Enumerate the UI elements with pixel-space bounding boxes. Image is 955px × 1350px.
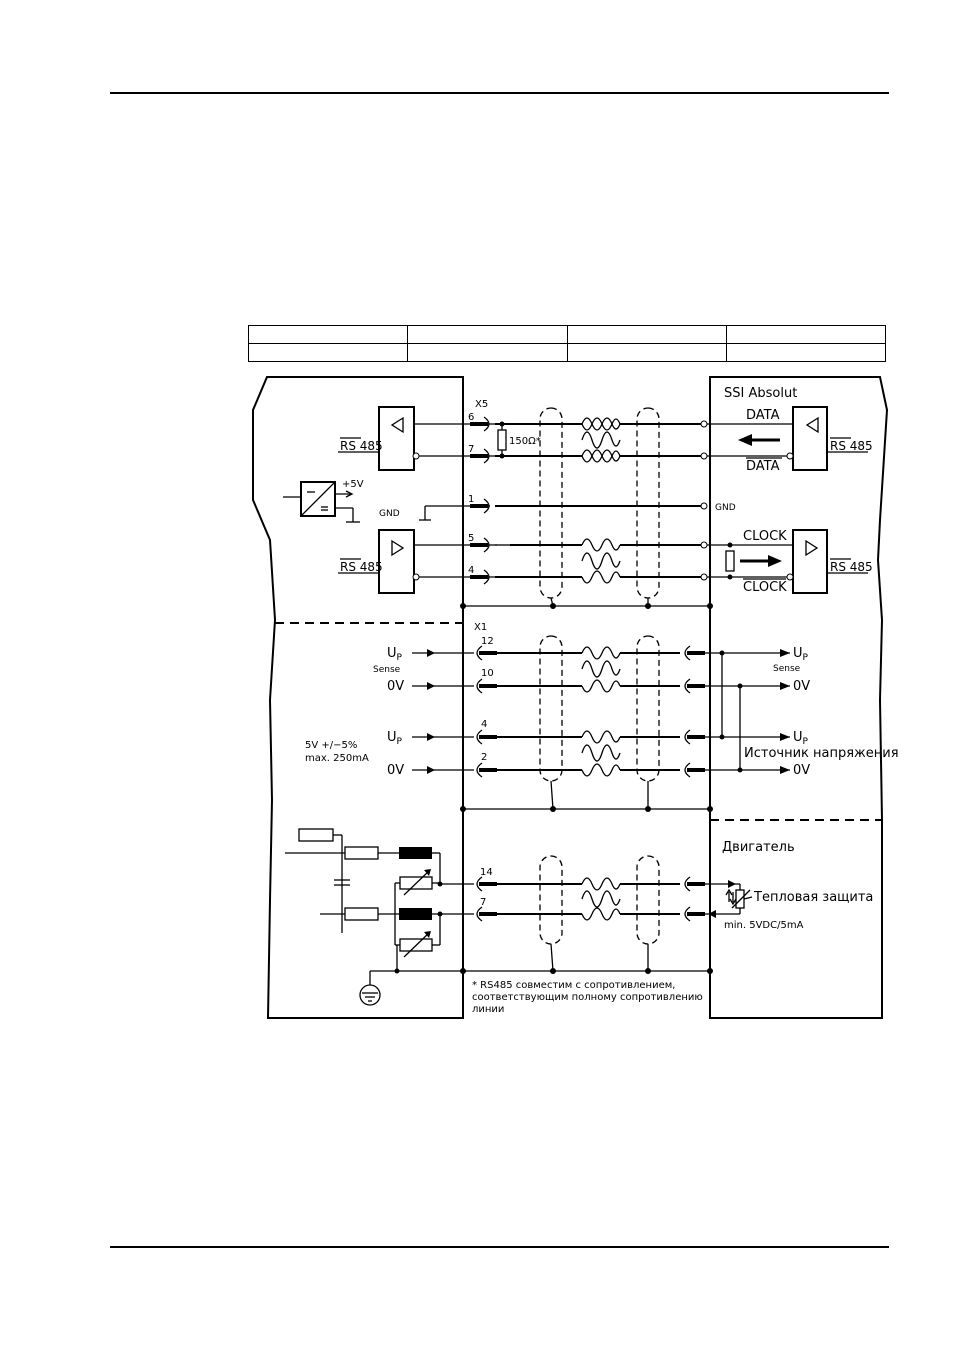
thermal-sensor-symbol	[705, 880, 753, 918]
termination-resistor	[497, 421, 507, 459]
thermal-input-circuit	[285, 828, 474, 1006]
gnd-label-left: GND	[379, 509, 400, 519]
footnote-line-3: линии	[472, 1004, 504, 1015]
up-supply-right: UP	[793, 730, 809, 747]
sense-label-left: Sense	[373, 665, 401, 675]
zero-v-sense-right: 0V	[793, 679, 810, 694]
top-rule	[110, 92, 889, 94]
data-receiver	[338, 406, 497, 471]
clock-bar-label: CLOCK	[743, 580, 787, 595]
drive-frame	[252, 376, 464, 1019]
supply-arrows-right	[705, 649, 790, 774]
pin-number: 7	[468, 444, 474, 455]
connector-x1-label: X1	[474, 622, 487, 633]
zero-v-supply-label: 0V	[387, 763, 404, 778]
data-transmitter	[707, 406, 868, 471]
pin-number: 4	[481, 719, 487, 730]
header-table	[247, 325, 887, 362]
pin-number: 4	[468, 565, 474, 576]
rs485-label-right-top: RS 485	[830, 439, 873, 453]
supply-spec-1: 5V +/−5%	[305, 740, 357, 751]
rs485-label-top: RS 485	[340, 439, 383, 453]
clock-direction-arrow	[740, 555, 782, 567]
connector-x5-label: X5	[475, 399, 488, 410]
ssi-wires	[495, 417, 708, 584]
encoder-supply-pins	[684, 645, 705, 778]
data-bar-label: DATA	[746, 459, 780, 474]
bus-junction-dots	[394, 603, 713, 974]
zero-v-supply-right: 0V	[793, 763, 810, 778]
table-cell	[725, 343, 887, 362]
sense-label-right: Sense	[773, 664, 801, 674]
data-label: DATA	[746, 408, 780, 423]
pin-number: 6	[468, 412, 474, 423]
pin-number: 10	[481, 668, 494, 679]
footnote-line-1: * RS485 совместим с сопротивлением,	[472, 980, 675, 991]
supply-spec-2: max. 250mA	[305, 753, 369, 764]
thermal-wires	[497, 876, 705, 922]
pin-number: 5	[468, 533, 474, 544]
power-converter-symbol	[283, 481, 360, 523]
pin-number: 7	[480, 897, 486, 908]
rs485-label-right-bottom: RS 485	[830, 560, 873, 574]
up-sense-label: UP	[387, 646, 403, 663]
motor-label: Двигатель	[722, 840, 795, 855]
data-direction-arrow	[738, 434, 780, 446]
pin-number: 12	[481, 636, 494, 647]
gnd-wire-left	[419, 505, 490, 521]
clock-label: CLOCK	[743, 529, 787, 544]
resistor-value: 150Ω*	[509, 436, 541, 447]
up-sense-right: UP	[793, 646, 809, 663]
cable-shields	[539, 407, 660, 972]
encoder-frame	[709, 376, 889, 1019]
rs485-label-bottom: RS 485	[340, 560, 383, 574]
plus5v-label: +5V	[342, 479, 364, 490]
connector-x1-pins	[476, 645, 497, 778]
pin-number: 14	[480, 867, 493, 878]
thermal-pins	[476, 876, 497, 922]
thermal-protection-label: Тепловая защита	[753, 890, 873, 905]
clock-receiver	[707, 529, 868, 594]
footnote-line-2: соответствующим полному сопротивлению	[472, 992, 703, 1003]
gnd-label-right: GND	[715, 503, 736, 513]
up-supply-label: UP	[387, 730, 403, 747]
pin-number: 1	[468, 494, 474, 505]
connector-x5-pins	[470, 416, 490, 585]
bottom-rule	[110, 1246, 889, 1248]
zero-v-sense-label: 0V	[387, 679, 404, 694]
encoder-title: SSI Absolut	[724, 386, 797, 401]
supply-wires	[497, 646, 680, 777]
table-row	[247, 343, 887, 362]
supply-arrows-left	[412, 649, 474, 774]
thermal-spec-label: min. 5VDC/5mA	[724, 920, 804, 931]
pin-number: 2	[481, 752, 487, 763]
supply-source-label: Источник напряжения	[744, 746, 899, 761]
